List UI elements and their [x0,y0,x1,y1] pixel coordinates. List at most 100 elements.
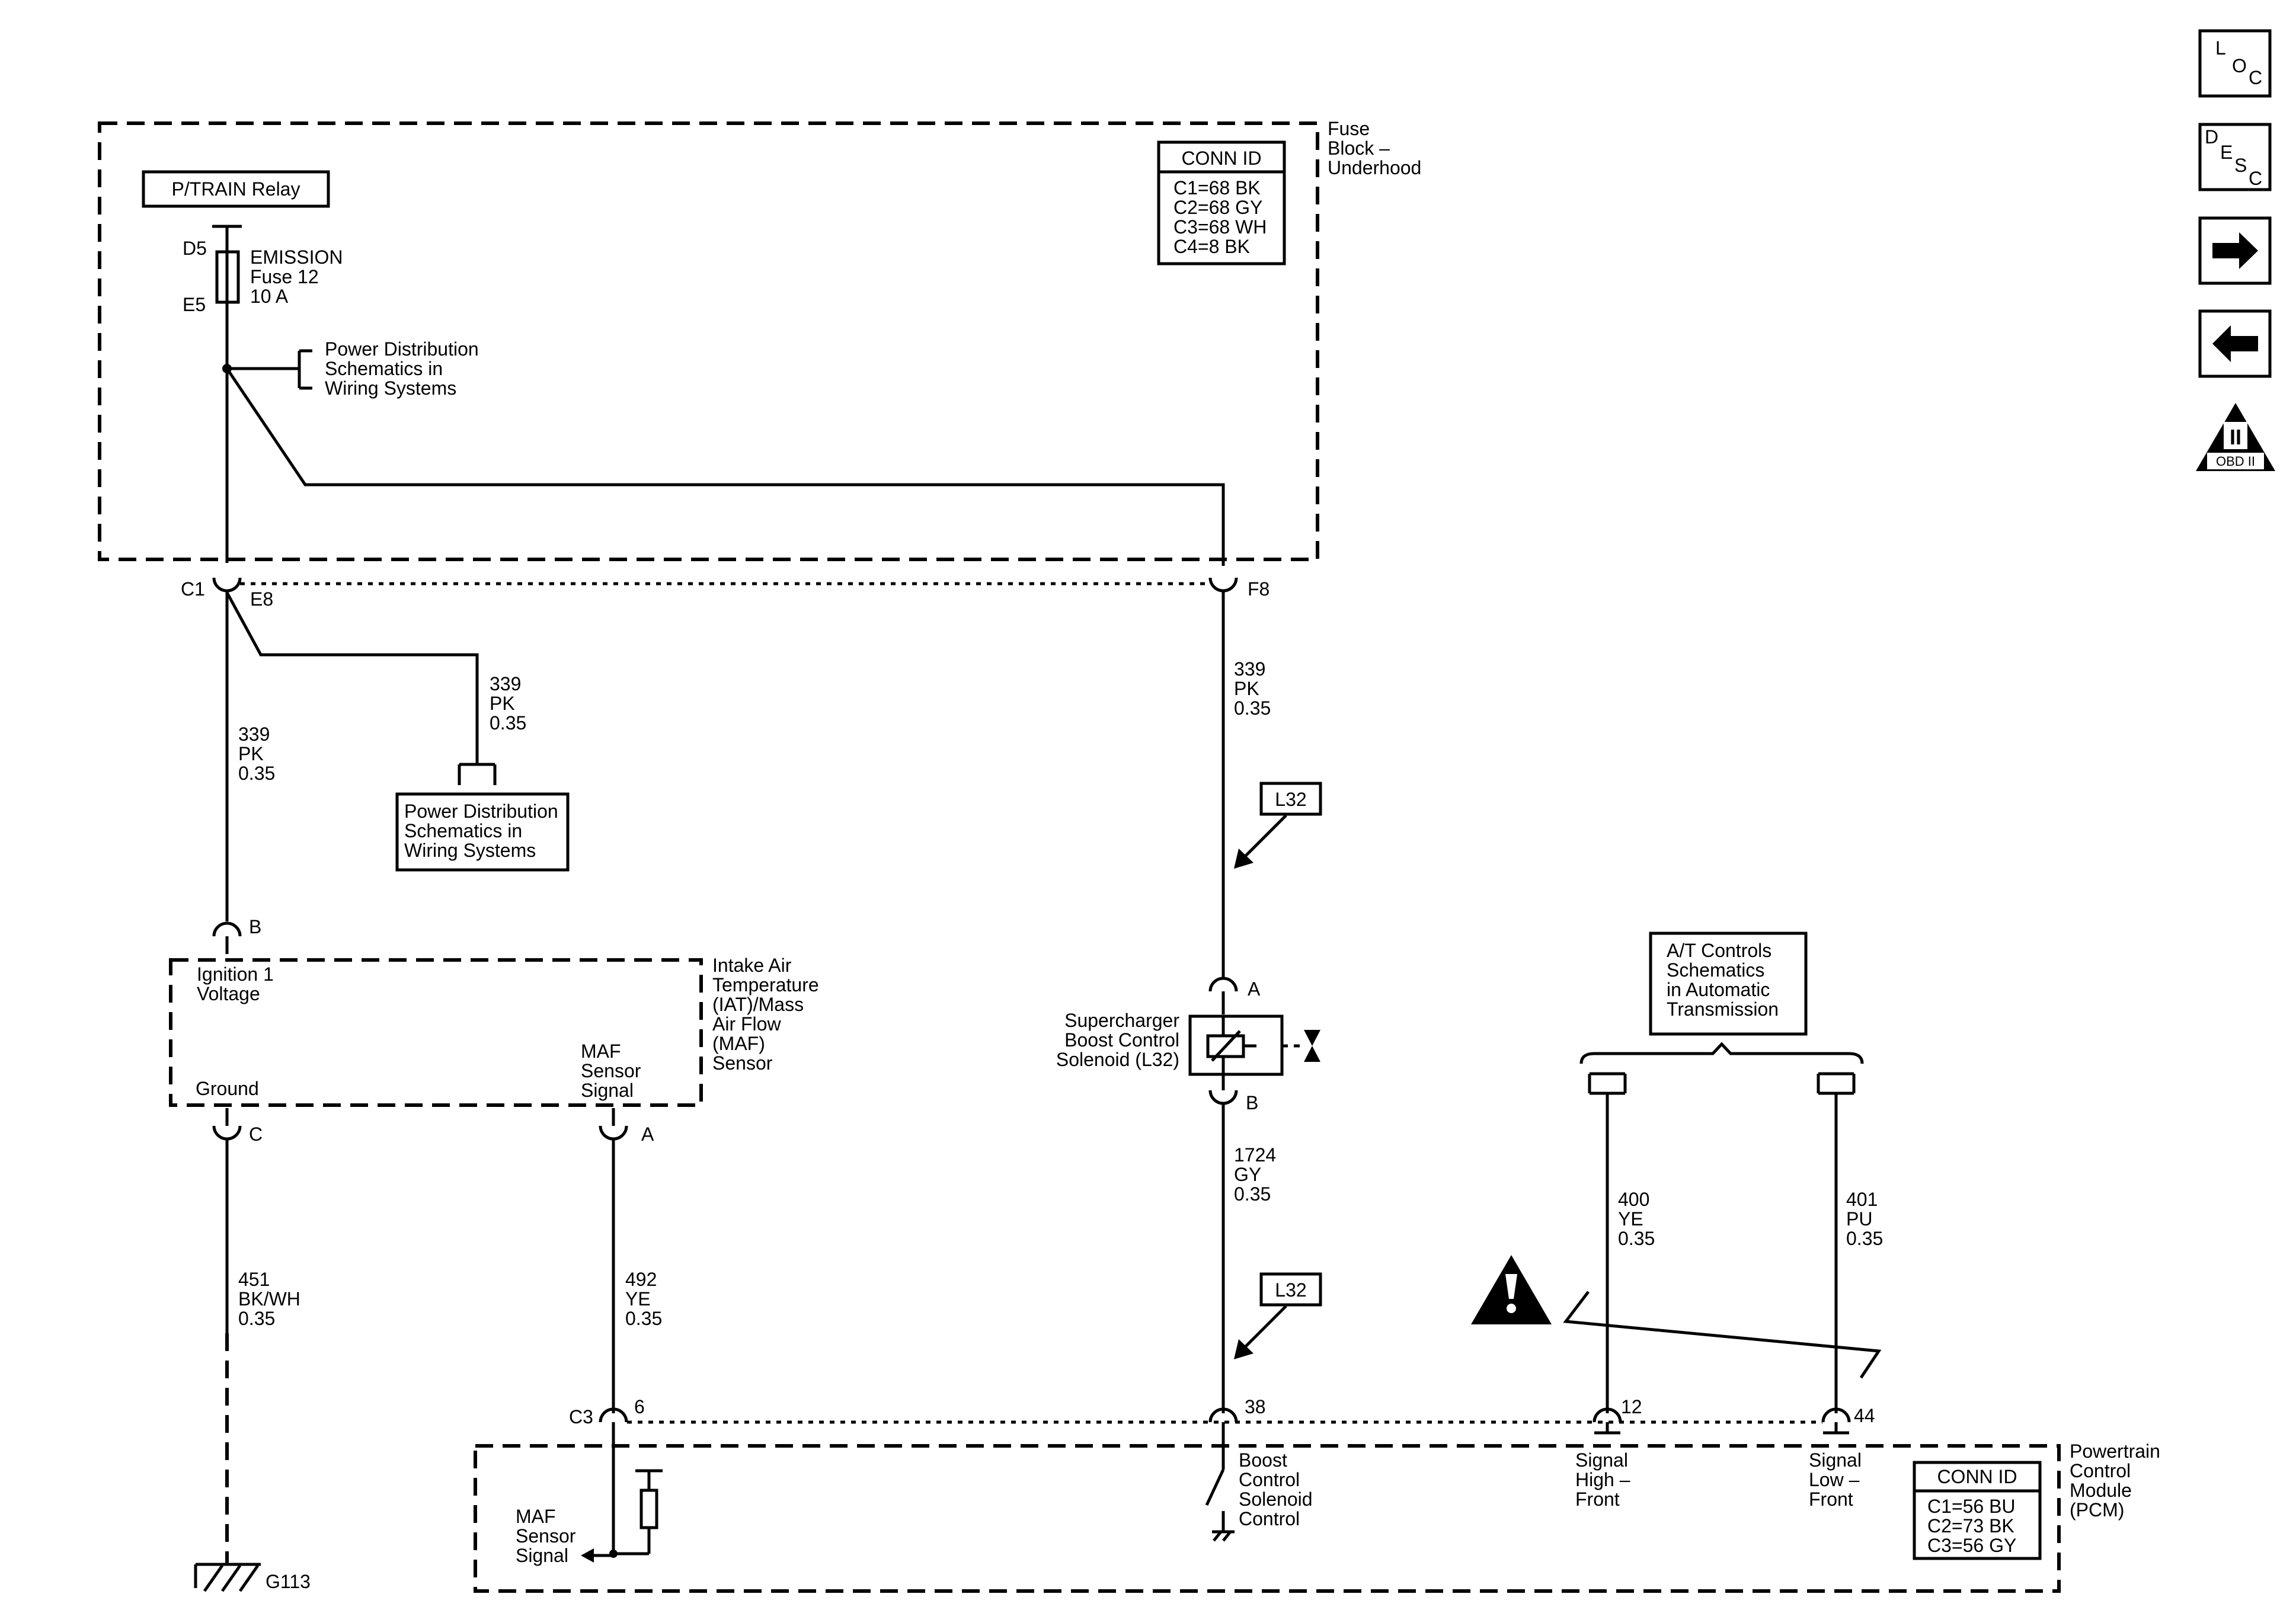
iat-pin-a: A [641,1124,654,1145]
power-distribution-box-label: Power Distribution Schematics in Wiring … [404,801,558,861]
svg-text:339: 339 [238,724,270,745]
pcm-pin-38: 38 [1245,1396,1266,1417]
svg-text:10 A: 10 A [250,286,289,307]
wire-339-left-label: 339 PK 0.35 [238,724,275,784]
svg-text:492: 492 [625,1269,657,1290]
svg-text:Control: Control [1239,1508,1300,1529]
svg-text:0.35: 0.35 [625,1308,662,1329]
at-controls-brace [1579,1042,1864,1064]
svg-text:Wiring Systems: Wiring Systems [404,840,536,861]
svg-text:C3=68 WH: C3=68 WH [1173,216,1267,238]
at-controls-box [1649,932,1808,1036]
svg-text:Block –: Block – [1328,137,1390,159]
obd-ii-button[interactable]: II OBD II [2196,403,2275,471]
ground-g113-label: G113 [266,1571,311,1592]
svg-text:401: 401 [1846,1189,1878,1210]
pcm-pin-12: 12 [1621,1396,1642,1417]
svg-text:High –: High – [1575,1469,1630,1490]
svg-text:O: O [2232,55,2247,76]
arrow-left-icon [2212,325,2258,362]
svg-text:Schematics in: Schematics in [404,820,522,841]
svg-text:400: 400 [1618,1189,1649,1210]
svg-text:C1=56 BU: C1=56 BU [1927,1496,2016,1517]
svg-text:1724: 1724 [1234,1144,1276,1166]
svg-text:(IAT)/Mass: (IAT)/Mass [712,994,804,1015]
connector-c3-label: C3 [569,1406,593,1427]
svg-text:Control: Control [2070,1460,2131,1481]
iat-pin-c: C [249,1124,263,1145]
solenoid-pin-a: A [1248,978,1261,1000]
iat-maf-sensor-outline [169,958,703,1107]
svg-text:Transmission: Transmission [1667,998,1779,1020]
svg-text:Sensor: Sensor [516,1525,576,1547]
svg-text:Signal: Signal [516,1545,568,1566]
pcm-conn-id-title: CONN ID [1937,1466,2017,1487]
wire-400-label: 400 YE 0.35 [1618,1189,1655,1249]
svg-text:Sensor: Sensor [712,1052,773,1074]
at-controls-label: A/T Controls Schematics in Automatic Tra… [1667,940,1779,1020]
arrow-right-icon [2212,232,2258,269]
svg-text:Intake Air: Intake Air [712,955,792,976]
svg-text:Front: Front [1575,1489,1620,1510]
previous-button[interactable] [2198,309,2272,378]
iat-maf-signal-label: MAF Sensor Signal [581,1041,641,1101]
pcm-conn-id-list: C1=56 BU C2=73 BK C3=56 GY [1927,1496,2016,1556]
svg-text:YE: YE [1618,1208,1643,1230]
svg-text:BK/WH: BK/WH [238,1288,300,1310]
svg-text:Boost: Boost [1239,1449,1287,1471]
svg-text:(PCM): (PCM) [2070,1499,2124,1521]
ptrain-relay-label: P/TRAIN Relay [172,178,300,200]
pcm-conn-id-box [1913,1461,2042,1560]
pcm-maf-signal-label: MAF Sensor Signal [516,1506,576,1566]
desc-button[interactable]: D E S C [2198,123,2272,191]
l32-tag-upper [1259,782,1322,816]
svg-text:PU: PU [1846,1208,1872,1230]
svg-text:Powertrain: Powertrain [2070,1441,2160,1462]
svg-text:Solenoid: Solenoid [1239,1489,1313,1510]
svg-text:Power Distribution: Power Distribution [404,801,558,822]
fuse-pin-e5: E5 [183,294,206,315]
svg-text:Module: Module [2070,1480,2132,1501]
ptrain-relay-box [142,170,330,208]
caution-icon [1471,1255,1552,1324]
fuse-block-outline [98,121,1319,561]
svg-text:in Automatic: in Automatic [1667,979,1770,1000]
svg-text:D: D [2205,126,2218,148]
solenoid-pin-b: B [1246,1092,1258,1113]
wire-492-label: 492 YE 0.35 [625,1269,662,1329]
pcm-label: Powertrain Control Module (PCM) [2070,1441,2160,1521]
svg-text:(MAF): (MAF) [712,1033,765,1054]
svg-text:MAF: MAF [516,1506,556,1527]
svg-text:0.35: 0.35 [238,763,275,784]
svg-text:PK: PK [490,693,515,714]
svg-text:Voltage: Voltage [197,983,260,1004]
loc-button[interactable]: L O C [2198,29,2272,98]
boost-solenoid-label: Supercharger Boost Control Solenoid (L32… [1056,1010,1179,1070]
svg-text:Power Distribution: Power Distribution [325,338,479,360]
svg-text:0.35: 0.35 [1234,697,1271,719]
svg-text:PK: PK [1234,678,1259,699]
svg-text:Temperature: Temperature [712,974,819,996]
svg-text:Signal: Signal [581,1080,634,1101]
l32-tag-lower-label: L32 [1275,1279,1306,1301]
next-button[interactable] [2198,216,2272,285]
connector-c1-label: C1 [181,578,205,600]
svg-text:Sensor: Sensor [581,1060,641,1081]
svg-text:0.35: 0.35 [1618,1228,1655,1249]
svg-text:Solenoid (L32): Solenoid (L32) [1056,1049,1179,1070]
svg-text:C1=68 BK: C1=68 BK [1173,177,1261,199]
svg-text:0.35: 0.35 [1846,1228,1883,1249]
svg-text:YE: YE [625,1288,651,1310]
svg-text:339: 339 [490,673,521,694]
pcm-outline [474,1444,2061,1593]
pcm-signal-low-label: Signal Low – Front [1809,1449,1862,1510]
svg-text:0.35: 0.35 [1234,1183,1271,1205]
pin-e8: E8 [250,588,273,610]
svg-text:451: 451 [238,1269,270,1290]
wire-451-label: 451 BK/WH 0.35 [238,1269,300,1329]
svg-text:MAF: MAF [581,1041,621,1062]
twisted-pair-indicator [1563,1291,1882,1379]
iat-ground-label: Ground [196,1078,259,1099]
svg-text:Air Flow: Air Flow [712,1013,781,1035]
